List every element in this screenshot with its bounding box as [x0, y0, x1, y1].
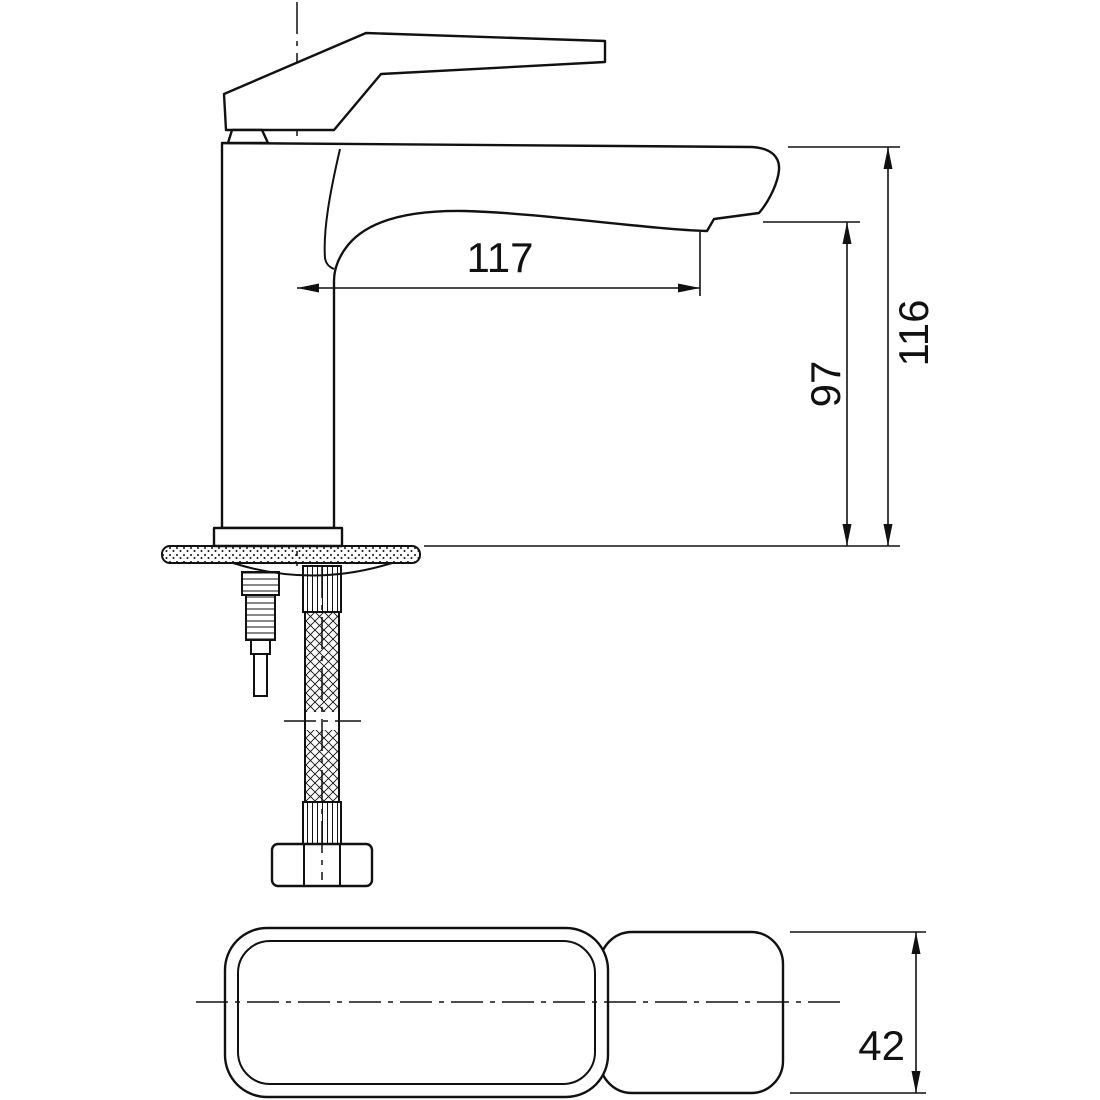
dim-42-arrow-bottom [911, 1071, 921, 1093]
top-view-body [598, 930, 785, 1095]
handle-neck [226, 128, 270, 145]
base-flange [212, 526, 344, 548]
spout-root-curve [323, 148, 341, 270]
dim-97-label: 97 [802, 361, 849, 408]
stud-step [250, 639, 271, 655]
faucet-outline [220, 141, 781, 530]
dim-top-view-height: 42 [790, 931, 926, 1094]
stud-thread-upper [241, 571, 280, 596]
counter-surface [161, 545, 421, 564]
dim-42-label: 42 [858, 1022, 905, 1069]
stud-pin [253, 653, 268, 697]
handle-lever [222, 31, 607, 132]
dim-116-arrow-bottom [883, 524, 893, 546]
dim-42-arrow-top [911, 932, 921, 954]
top-view-handle-inner [237, 940, 596, 1085]
dim-116-label: 116 [890, 300, 937, 367]
dim-spout-height: 97 [424, 221, 900, 547]
side-view: 117 97 116 [161, 2, 937, 888]
dim-97-arrow-top [842, 222, 852, 244]
dim-97-arrow-bottom [842, 524, 852, 546]
dim-117-label: 117 [467, 234, 534, 281]
mounting-stud [241, 571, 280, 697]
dim-116-arrow-top [883, 147, 893, 169]
top-view-handle-outer [223, 926, 610, 1099]
dim-spout-reach: 117 [297, 232, 701, 296]
hose-nut-facets [303, 844, 341, 886]
top-view: 42 [196, 926, 926, 1099]
dim-117-arrow-right [678, 283, 700, 293]
dim-total-height: 116 [788, 146, 937, 546]
dim-117-arrow-left [297, 283, 319, 293]
stud-thread-lower [245, 594, 276, 641]
